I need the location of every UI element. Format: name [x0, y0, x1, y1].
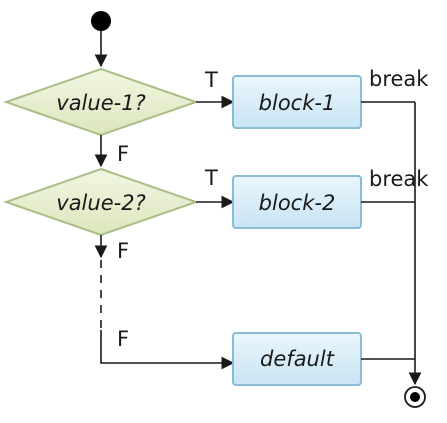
- start-node: [91, 11, 111, 31]
- break-label-1: break: [369, 67, 429, 91]
- block-2-label: block-2: [259, 191, 336, 215]
- false-label-1: F: [117, 142, 129, 166]
- block-1-label: block-1: [259, 91, 336, 115]
- break-label-2: break: [369, 167, 429, 191]
- false-label-3: F: [117, 327, 129, 351]
- false-label-2: F: [117, 239, 129, 263]
- default-block-label: default: [260, 347, 335, 371]
- true-label-1: T: [204, 68, 218, 92]
- true-label-2: T: [204, 166, 218, 190]
- decision-2-label: value-2?: [56, 191, 145, 215]
- end-node-inner: [410, 392, 420, 402]
- decision-1-label: value-1?: [56, 91, 145, 115]
- edge-false-3: [100, 330, 235, 370]
